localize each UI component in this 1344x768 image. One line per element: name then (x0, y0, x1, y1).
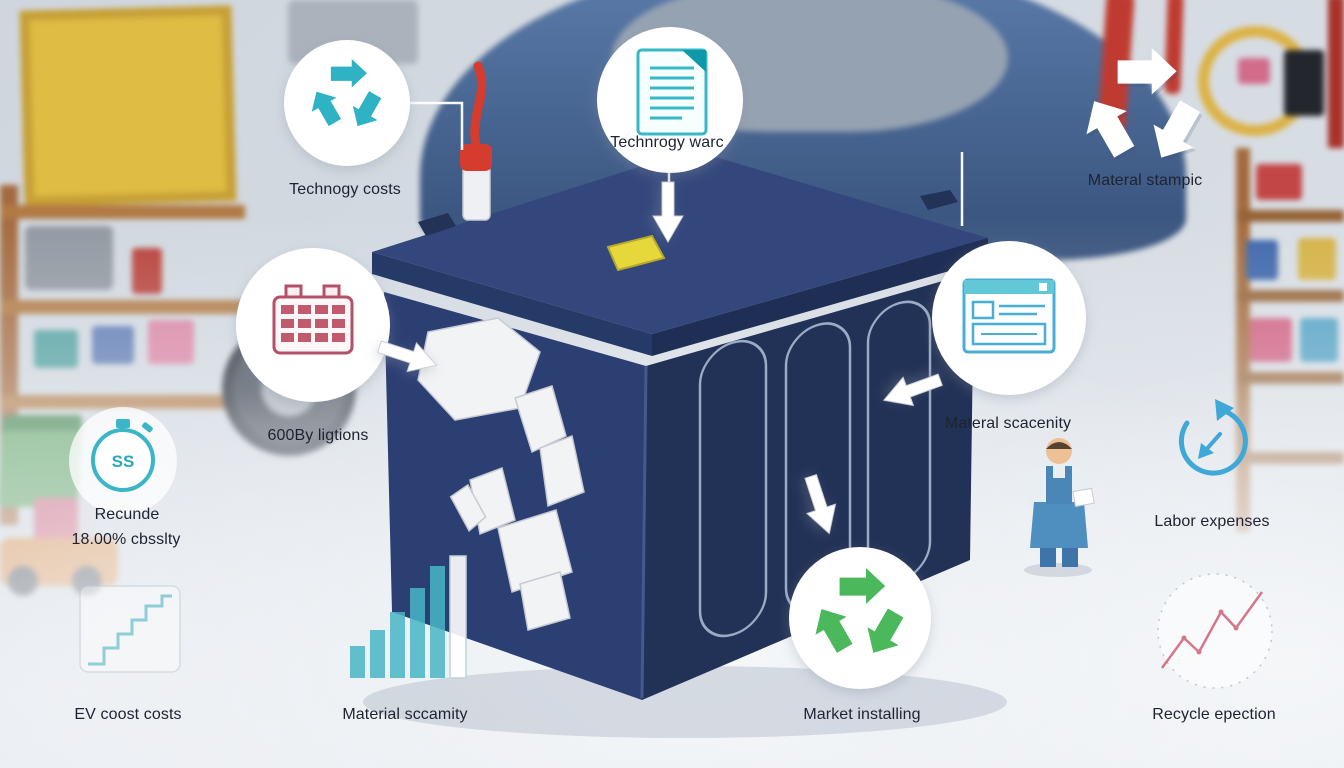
browser-window-icon (962, 278, 1056, 354)
lid-yellow-pad (606, 234, 666, 272)
battery-grid-icon (272, 284, 354, 355)
label-ev-cost-costs: EV coost costs (74, 706, 182, 723)
battery-lid-lip-right (652, 238, 988, 356)
label-material-stampic: Materal stampic (1087, 172, 1203, 189)
label-technology-ward: Technrogy warc (610, 134, 724, 151)
label-recycle-epection: Recycle epection (1152, 706, 1276, 723)
step-line-chart-icon (79, 585, 181, 673)
label-battery-ligtions: 600By ligtions (267, 427, 369, 444)
label-technology-costs: Technogy costs (289, 181, 401, 198)
label-recunde: Recunde (94, 506, 160, 523)
circle-technology-costs (284, 40, 410, 166)
circle-recycle-epection (1157, 573, 1273, 689)
battery-lid-lip-left (372, 252, 652, 356)
battery-front-edge (640, 365, 648, 699)
label-market-installing: Market installing (803, 706, 921, 723)
terminal-cable (470, 61, 487, 155)
torn-material (417, 317, 585, 631)
lid-notch (920, 190, 958, 210)
recycle-white-icon (1074, 48, 1213, 172)
label-recunde-sub: 18.00% cbsslty (71, 531, 181, 548)
terminal-post (462, 165, 491, 221)
label-labor-expenses: Labor expenses (1154, 513, 1270, 530)
worker-figure (1024, 438, 1095, 577)
circular-arrow-icon (1178, 399, 1248, 476)
label-material-scacenity: Materal scacenity (944, 415, 1072, 432)
bar-chart-icon (350, 555, 467, 679)
trend-line-chart-icon (1160, 591, 1264, 669)
callout-line-terminal (409, 101, 464, 150)
terminal-cap (460, 144, 492, 171)
lid-notch (418, 213, 456, 236)
stopwatch-text: SS (112, 452, 135, 471)
label-material-sccamity: Material sccamity (342, 706, 468, 723)
document-icon (636, 48, 708, 136)
circle-market-installing (789, 547, 931, 689)
battery-lid-top (372, 150, 988, 334)
stopwatch-icon: SS (91, 419, 155, 492)
